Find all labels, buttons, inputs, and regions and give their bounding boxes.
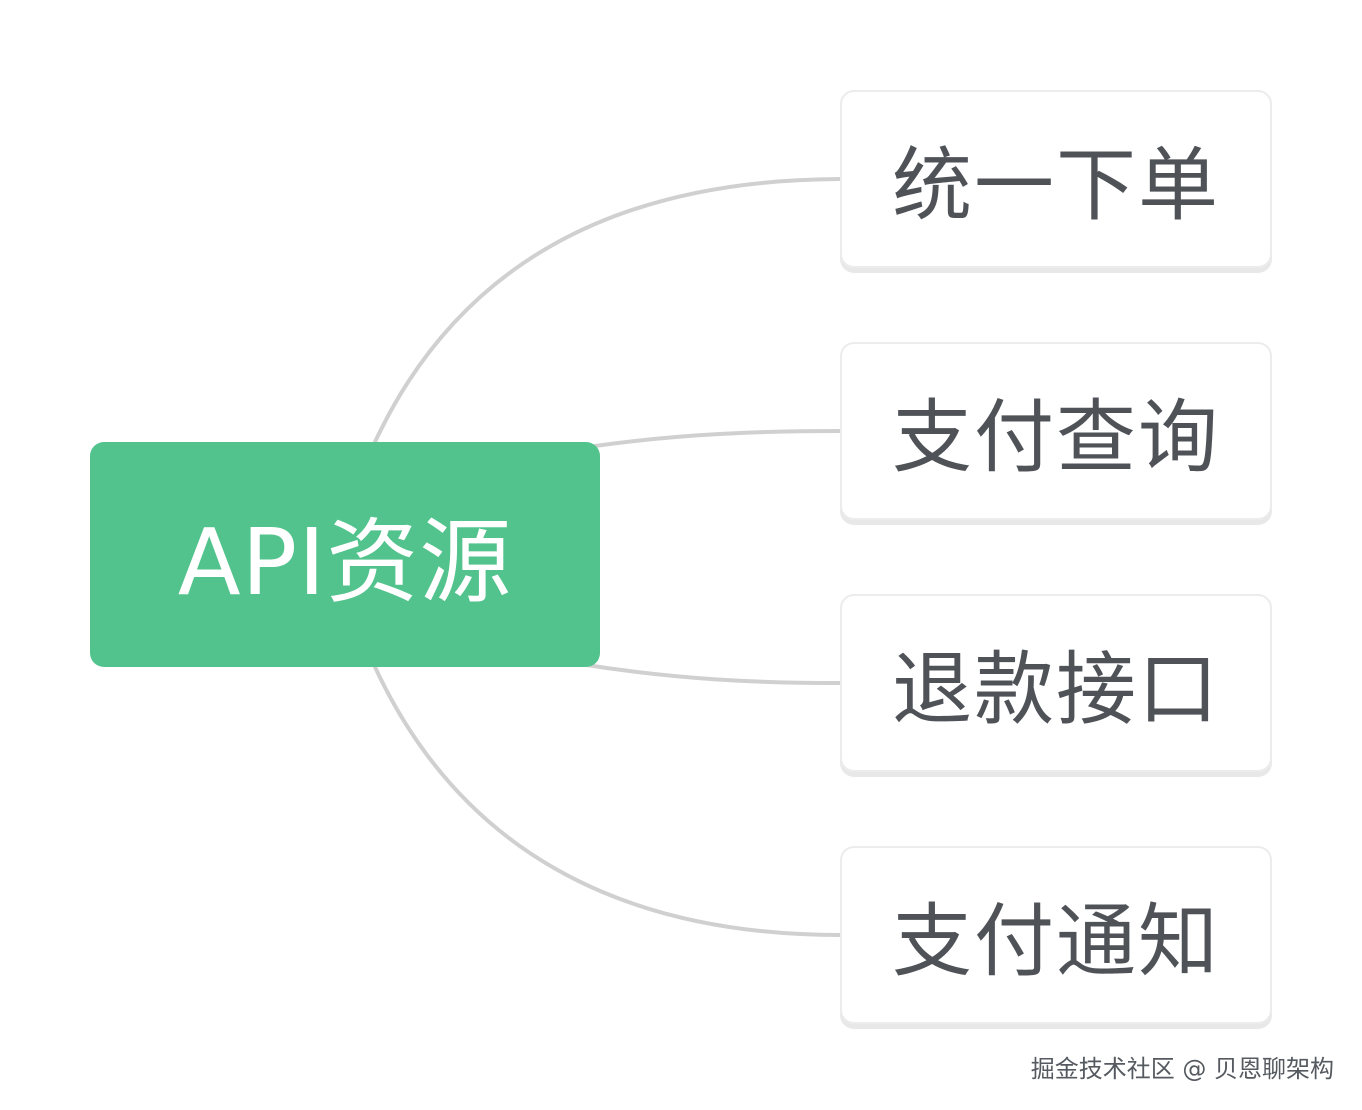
connector-root-to-child-2 <box>593 429 842 448</box>
child-node-label: 支付查询 <box>892 391 1220 484</box>
child-node-payment-notify[interactable]: 支付通知 <box>840 846 1272 1024</box>
connector-root-to-child-1 <box>373 177 842 444</box>
root-node[interactable]: API资源 <box>90 442 600 667</box>
child-node-refund-api[interactable]: 退款接口 <box>840 594 1272 772</box>
watermark: 掘金技术社区 @ 贝恩聊架构 <box>1030 1055 1334 1083</box>
root-node-label: API资源 <box>177 509 513 616</box>
connector-root-to-child-3 <box>578 662 842 685</box>
child-node-unified-order[interactable]: 统一下单 <box>840 90 1272 268</box>
child-node-label: 退款接口 <box>892 643 1220 736</box>
child-node-label: 统一下单 <box>892 139 1220 232</box>
child-node-payment-query[interactable]: 支付查询 <box>840 342 1272 520</box>
child-node-label: 支付通知 <box>892 895 1220 988</box>
connector-root-to-child-4 <box>373 665 842 937</box>
